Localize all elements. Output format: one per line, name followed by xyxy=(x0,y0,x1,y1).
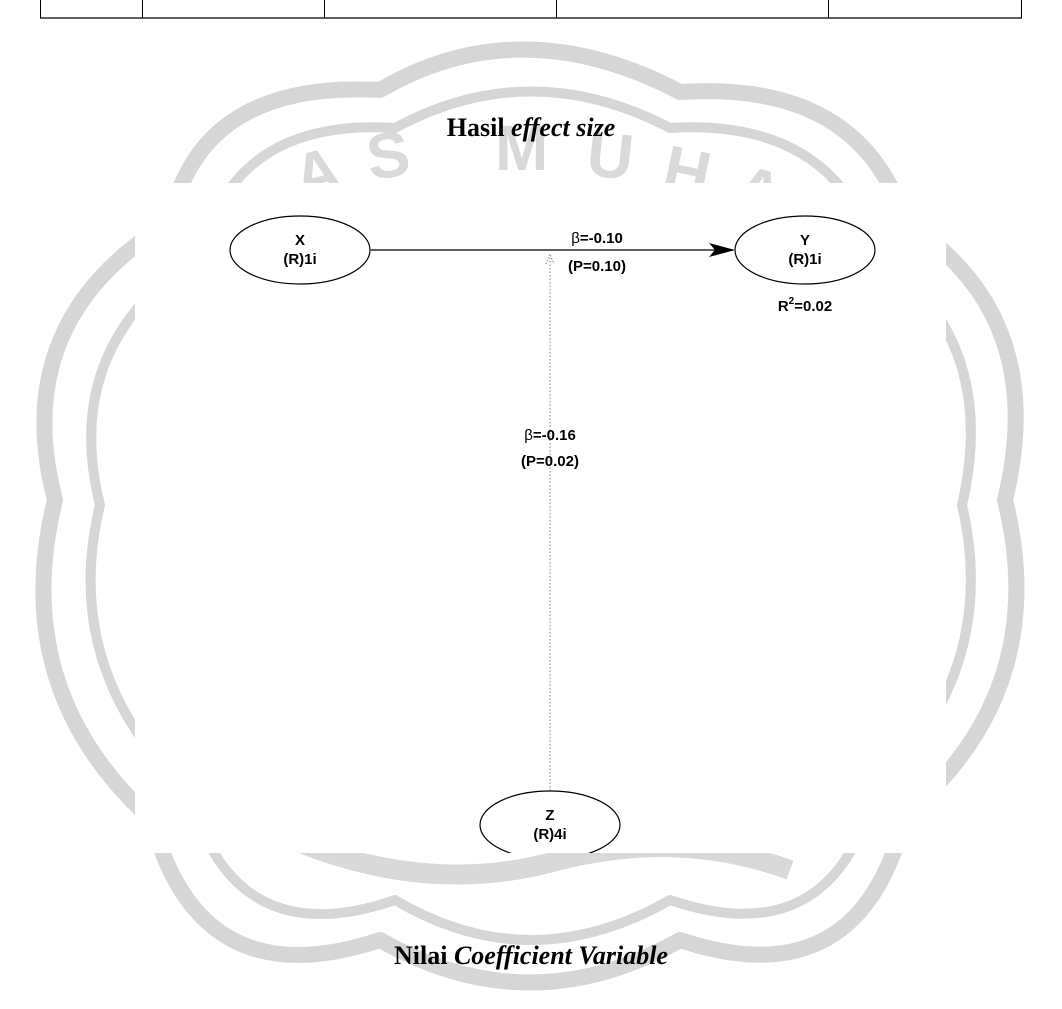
svg-text:S: S xyxy=(362,117,414,194)
beta-value: =-0.10 xyxy=(580,230,623,247)
r-squared-label: R2=0.02 xyxy=(778,296,832,315)
r-squared-superscript: 2 xyxy=(789,296,795,307)
node-y-name: Y xyxy=(800,232,810,249)
r-squared-value: =0.02 xyxy=(794,298,832,315)
caption-italic-part: effect size xyxy=(511,113,616,142)
caption-bold-part: Hasil xyxy=(446,113,512,142)
edge-z-beta: β=-0.16 xyxy=(524,427,576,444)
figure-caption-coefficient-variable: Nilai Coefficient Variable xyxy=(0,941,1062,971)
path-diagram-svg: X (R)1i Y (R)1i R2=0.02 Z (R)4i β=-0.10 … xyxy=(229,215,876,853)
beta-value: =-0.16 xyxy=(533,427,576,444)
node-x-name: X xyxy=(295,232,305,249)
caption-italic-part: Coefficient Variable xyxy=(453,941,668,970)
node-y-type: (R)1i xyxy=(788,251,821,268)
moderation-arrow-head xyxy=(545,252,555,265)
svg-text:U: U xyxy=(584,117,637,193)
node-x-ellipse xyxy=(229,215,371,285)
beta-symbol: β xyxy=(524,427,533,444)
node-z-name: Z xyxy=(545,807,554,824)
figure-caption-effect-size: Hasil effect size xyxy=(0,113,1062,143)
caption-bold-part: Nilai xyxy=(394,941,454,970)
node-z: Z (R)4i xyxy=(479,790,621,853)
edge-x-y-p-value: (P=0.10) xyxy=(568,258,626,275)
table-fragment xyxy=(40,0,1022,19)
beta-symbol: β xyxy=(571,230,580,247)
node-z-type: (R)4i xyxy=(533,826,566,843)
node-z-ellipse xyxy=(479,790,621,853)
edge-z-p-value: (P=0.02) xyxy=(521,453,579,470)
r-squared-prefix: R xyxy=(778,298,789,315)
node-y: Y (R)1i R2=0.02 xyxy=(734,215,876,315)
node-y-ellipse xyxy=(734,215,876,285)
node-x: X (R)1i xyxy=(229,215,371,285)
svg-text:M: M xyxy=(495,112,548,184)
edge-x-y-beta: β=-0.10 xyxy=(571,230,623,247)
path-diagram: X (R)1i Y (R)1i R2=0.02 Z (R)4i β=-0.10 … xyxy=(135,183,946,853)
node-x-type: (R)1i xyxy=(283,251,316,268)
